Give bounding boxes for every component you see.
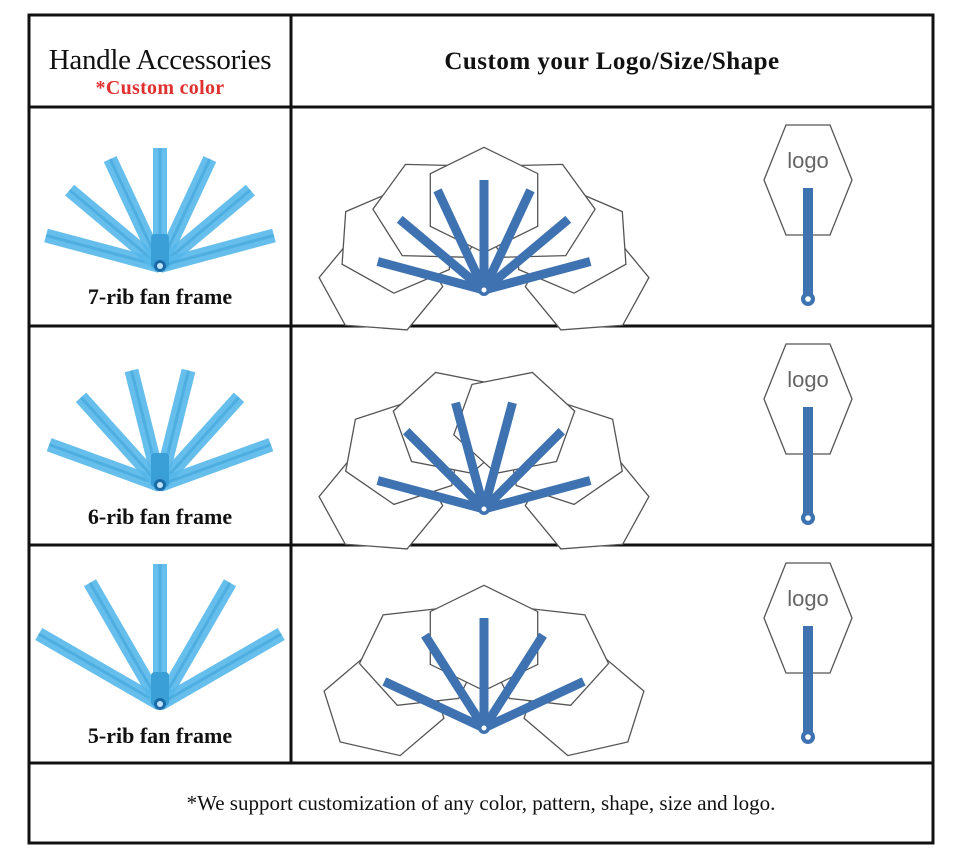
rib-highlight [159,632,282,706]
rib-highlight [45,234,161,268]
rib-hub [151,672,169,706]
diagram-rib [421,632,488,731]
diagram-rib [376,476,486,514]
logo-paddle-6: logo [763,343,853,525]
rib-frame-7 [44,148,276,273]
rib-frame-5 [35,564,285,711]
fan-diagram-6 [318,371,650,550]
diagram-pivot-hole [481,506,487,512]
rib-highlight [38,632,161,706]
logo-panel [763,124,853,236]
fan-diagram-7 [318,146,650,331]
row-label-7-rib: 7-rib fan frame [87,284,233,309]
rib-pivot-hole [157,701,163,707]
rib-hub [151,234,169,268]
handle-accessories-title: Handle Accessories [48,44,272,76]
row-5-rib-art: logo [35,562,853,757]
logo-panel [763,562,853,674]
logo-paddle-7: logo [763,124,853,306]
diagram-rib [480,428,565,513]
rib-highlight [158,582,232,705]
paddle-handle [803,188,813,298]
diagram-rib [481,215,572,294]
rib-highlight [159,234,275,268]
fan-diagram-5 [323,584,645,757]
logo-text: logo [787,148,829,173]
diagram-pivot-hole [481,287,487,293]
rib-highlight [68,189,161,268]
customization-footer-note: *We support customization of any color, … [186,790,776,815]
diagram-pivot-hole [481,725,487,731]
rib-pivot-hole [157,263,163,269]
diagram-rib [479,188,535,292]
diagram-rib [482,476,592,514]
logo-text: logo [787,367,829,392]
rib-highlight [158,396,241,487]
diagram-rib [480,632,547,731]
paddle-handle [803,626,813,736]
rib-highlight [88,582,162,705]
row-label-5-rib: 5-rib fan frame [87,723,233,748]
diagram-rib [482,257,592,295]
customization-header: Custom your Logo/Size/Shape [292,16,932,107]
diagram-rib [451,401,489,511]
diagram-rib [479,401,517,511]
rib-highlight [79,396,162,487]
rib-highlight [159,443,272,487]
logo-paddle-5: logo [763,562,853,744]
row-label-6-rib: 6-rib fan frame [87,504,233,529]
rib-highlight [159,189,252,268]
diagram-rib [482,677,586,733]
diagram-rib [376,257,486,295]
diagram-rib [433,188,489,292]
row-7-rib-art: logo [44,124,853,331]
logo-text: logo [787,586,829,611]
diagram-rib [382,677,486,733]
rib-hub [151,453,169,487]
paddle-pivot-hole [805,734,811,740]
diagram-rib [396,215,487,294]
diagram-rib [403,428,488,513]
paddle-handle [803,407,813,517]
paddle-pivot-hole [805,515,811,521]
rib-highlight [48,443,161,487]
row-6-rib-art: logo [46,343,853,550]
rib-frame-6 [46,368,274,492]
custom-color-note: *Custom color [95,77,225,99]
customization-title: Custom your Logo/Size/Shape [444,47,780,75]
rib-pivot-hole [157,482,163,488]
handle-accessories-header: Handle Accessories *Custom color [30,16,290,107]
paddle-pivot-hole [805,296,811,302]
logo-panel [763,343,853,455]
